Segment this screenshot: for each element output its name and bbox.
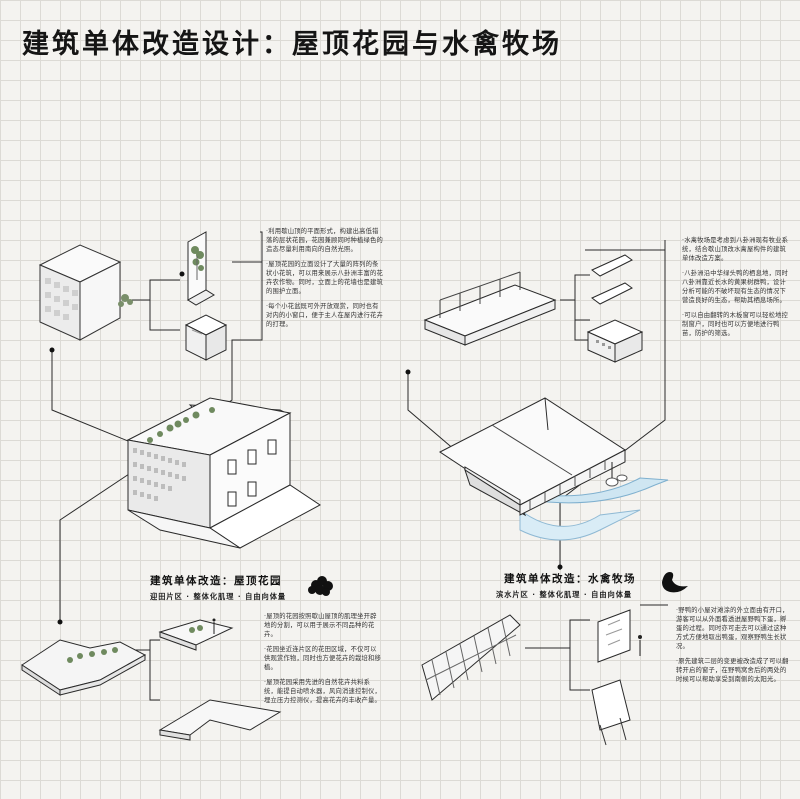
garden-note: ·花园坐近连片区的花田区域，不仅可以供观赏作物，同时也方便花卉的栽培和移植。 [264, 646, 381, 671]
ranch-subheading: 滨水片区 · 整体化肌理 · 自由向体量 [496, 590, 633, 599]
garden-note: ·每个小花盆既可外开放观赏，同时也有对内的小窗口，便于主人在屋内进行花卉的打理。 [266, 303, 383, 328]
garden-note: ·利用歇山顶的平面形式，构建出高低错落的层状花园，花园兼顾同时种植绿色的造态尽量… [266, 228, 383, 253]
garden-marker-3 [57, 619, 63, 625]
ranch-notes-bottom: ·野鸭的小屋对滩涂的外立面由有开口，游客可以从外面看透进屋野鸭下蛋，孵蛋的过程。… [676, 606, 792, 690]
goose-icon [662, 572, 688, 593]
roof-garden-piece-lower [158, 699, 282, 741]
planter-detail [187, 231, 215, 306]
ranch-note: ·原先建筑二层的变更被改造成了可以翻转开启的窗子，在野鸭窝舍后的两处的时候可以帮… [676, 658, 789, 683]
ranch-heading: 建筑单体改造：水禽牧场 [504, 573, 636, 585]
ranch-note: ·八卦洲沿中华绿头鸭的栖息地，同时八卦洲靠近长水的黄果树群鸭，设计分析可能的不破… [682, 270, 789, 304]
ranch-fence-detail [423, 271, 557, 346]
garden-wall-module [38, 244, 133, 341]
ranch-panel-detail [597, 609, 642, 663]
garden-note: ·屋顶的花园按照歇山屋顶的肌理坐开辟地的分割，可以用于展示不同品种的花卉。 [264, 613, 377, 638]
ranch-facade-detail [421, 614, 521, 701]
garden-heading: 建筑单体改造：屋顶花园 [150, 575, 282, 587]
garden-note: ·屋顶花园采用先进的自然花卉共料系统，能提自动喷水器，风向消速控制仪，埋立压力控… [264, 679, 381, 704]
ranch-note: ·可以自由翻转的木板窗可以轻松地控制窗户，同时也可以方便地进行鸭苗，防护的筛选。 [682, 312, 789, 337]
ranch-window-detail [591, 679, 631, 746]
garden-notes-bottom: ·屋顶的花园按照歇山屋顶的肌理坐开辟地的分割，可以用于展示不同品种的花卉。 ·花… [264, 612, 382, 711]
ranch-box-detail [586, 319, 644, 363]
garden-building [126, 397, 321, 549]
page-title: 建筑单体改造设计：屋顶花园与水禽牧场 [22, 29, 562, 60]
ranch-building [439, 397, 669, 541]
garden-note: ·屋顶花园的立面设计了大量的阵列的条状小花筑，可以用来展示八卦洲丰富的花卉农作物… [266, 261, 383, 295]
window-box-detail [184, 314, 228, 361]
garden-marker-1 [49, 347, 55, 353]
ranch-notes-top: ·水禽牧场是考虑到八卦洲现有牧业系统，结合歇山顶改水禽屋构件的建筑单体改造方案。… [682, 236, 792, 344]
roof-garden-detail [21, 639, 147, 696]
roof-garden-piece-upper [158, 618, 234, 651]
ranch-note: ·水禽牧场是考虑到八卦洲现有牧业系统，结合歇山顶改水禽屋构件的建筑单体改造方案。 [682, 237, 789, 262]
garden-subheading: 迎田片区 · 整体化肌理 · 自由向体量 [150, 592, 287, 601]
tree-icon [308, 576, 333, 596]
ranch-marker-1 [405, 369, 411, 375]
ranch-marker-2 [557, 564, 563, 570]
garden-notes-top: ·利用歇山顶的平面形式，构建出高低错落的层状花园，花园兼顾同时种植绿色的造态尽量… [266, 227, 384, 335]
ranch-pipe-detail [591, 254, 633, 305]
garden-marker-2 [179, 271, 185, 277]
ranch-note: ·野鸭的小屋对滩涂的外立面由有开口，游客可以从外面看透进屋野鸭下蛋，孵蛋的过程。… [676, 607, 789, 650]
